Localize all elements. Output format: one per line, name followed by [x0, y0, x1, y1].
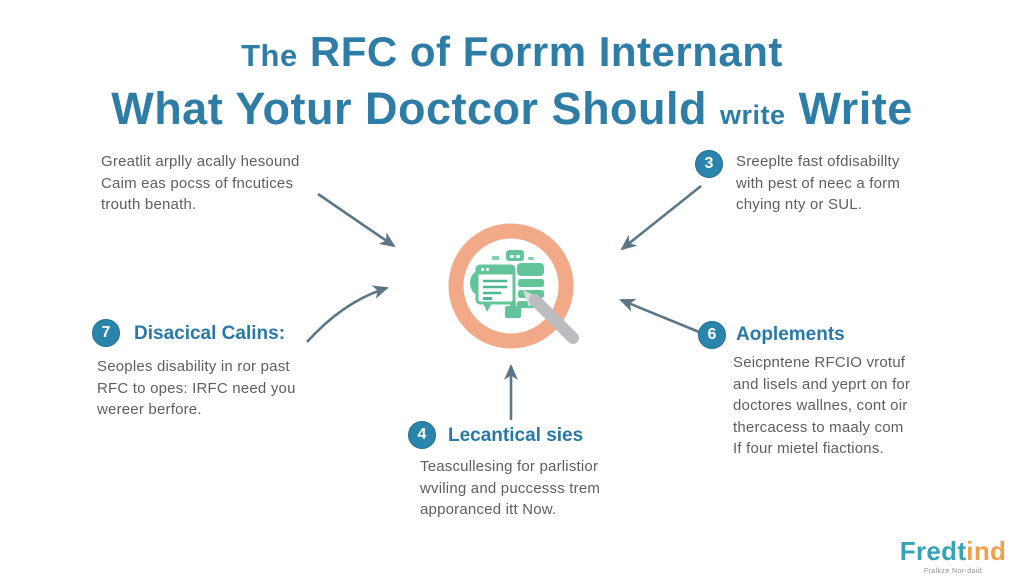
title-line-2: What Yotur Doctcor Should write Write: [0, 82, 1024, 142]
text-line: and lisels and yeprt on for: [733, 375, 911, 393]
text-line: Seicpntene RFCIO vrotuf: [733, 354, 906, 371]
node-bottom-heading: Lecantical sies: [448, 425, 584, 446]
text-line: thercacess to maaly com: [733, 418, 904, 436]
text-line: apporanced itt Now.: [420, 501, 557, 518]
text-line: Sreeplte fast ofdisabillty: [736, 153, 900, 170]
text-line: If four mietel fiactions.: [733, 440, 884, 457]
stamp-icon: [505, 302, 521, 318]
page-title: The RFC of Forrm Internant What Yotur Do…: [0, 26, 1024, 142]
document-window-icon: [475, 264, 516, 312]
node-mid-right-heading: Aoplements: [736, 324, 845, 345]
text-line: chying nty or SUL.: [736, 196, 863, 213]
pen-handle-icon: [523, 290, 579, 344]
text-bars-icon: [517, 263, 544, 308]
logo-text-secondary: ind: [966, 536, 1007, 566]
arrow-top-left-to-center: [317, 192, 396, 248]
title-line1-main: RFC of Forrm Internant: [309, 28, 783, 75]
logo-text-primary: Fredt: [899, 536, 967, 566]
logo-wordmark: Fredtind: [892, 536, 1014, 567]
text-line: doctores wallnes, cont oir: [733, 397, 908, 414]
arrow-mid-left-to-center: [306, 285, 389, 343]
text-line: Teascullesing for parlistior: [420, 458, 599, 475]
title-line-1: The RFC of Forrm Internant: [0, 26, 1024, 82]
badge-6: 6: [698, 321, 726, 349]
text-line: Seoples disability in ror past: [97, 358, 290, 375]
badge-4: 4: [408, 421, 436, 449]
title-line2-main-b: Write: [798, 83, 913, 134]
title-the: The: [241, 38, 298, 73]
logo-tagline: Fralkze Nor-daid: [923, 568, 983, 575]
node-mid-left-heading: Disacical Calins:: [134, 323, 286, 344]
badge-7: 7: [92, 319, 120, 347]
arrow-mid-right-to-center: [619, 298, 705, 336]
node-top-right-text: Sreeplte fast ofdisabillty with pest of …: [736, 151, 900, 216]
arrow-top-right-to-center: [620, 184, 702, 251]
brand-logo: Fredtind Fralkze Nor-daid: [892, 536, 1014, 575]
node-mid-left-text: Seoples disability in ror past RFC to op…: [97, 356, 296, 421]
chat-bubble-icon: [492, 250, 534, 261]
badge-3: 3: [695, 150, 723, 178]
title-line2-main-a: What Yotur Doctcor Should: [111, 83, 708, 134]
text-line: wviling and puccesss trem: [420, 479, 601, 497]
speech-tail-shape: [483, 303, 492, 312]
node-bottom-text: Teascullesing for parlistior wviling and…: [420, 456, 600, 521]
text-line: Caim eas pocss of fncutices: [101, 174, 294, 192]
text-line: wereer berfore.: [97, 401, 202, 418]
title-write-small: write: [720, 100, 786, 130]
document-review-magnifier-icon: [448, 223, 579, 349]
node-top-left-text: Greatlit arplly acally hesound Caim eas …: [101, 151, 300, 216]
text-line: with pest of neec a form: [736, 174, 901, 192]
cloud-bump-shape: [470, 271, 488, 295]
text-line: Greatlit arplly acally hesound: [101, 153, 300, 170]
node-mid-right-text: Seicpntene RFCIO vrotuf and lisels and y…: [733, 352, 910, 460]
text-line: RFC to opes: IRFC need you: [97, 379, 296, 397]
text-line: trouth benath.: [101, 196, 197, 213]
